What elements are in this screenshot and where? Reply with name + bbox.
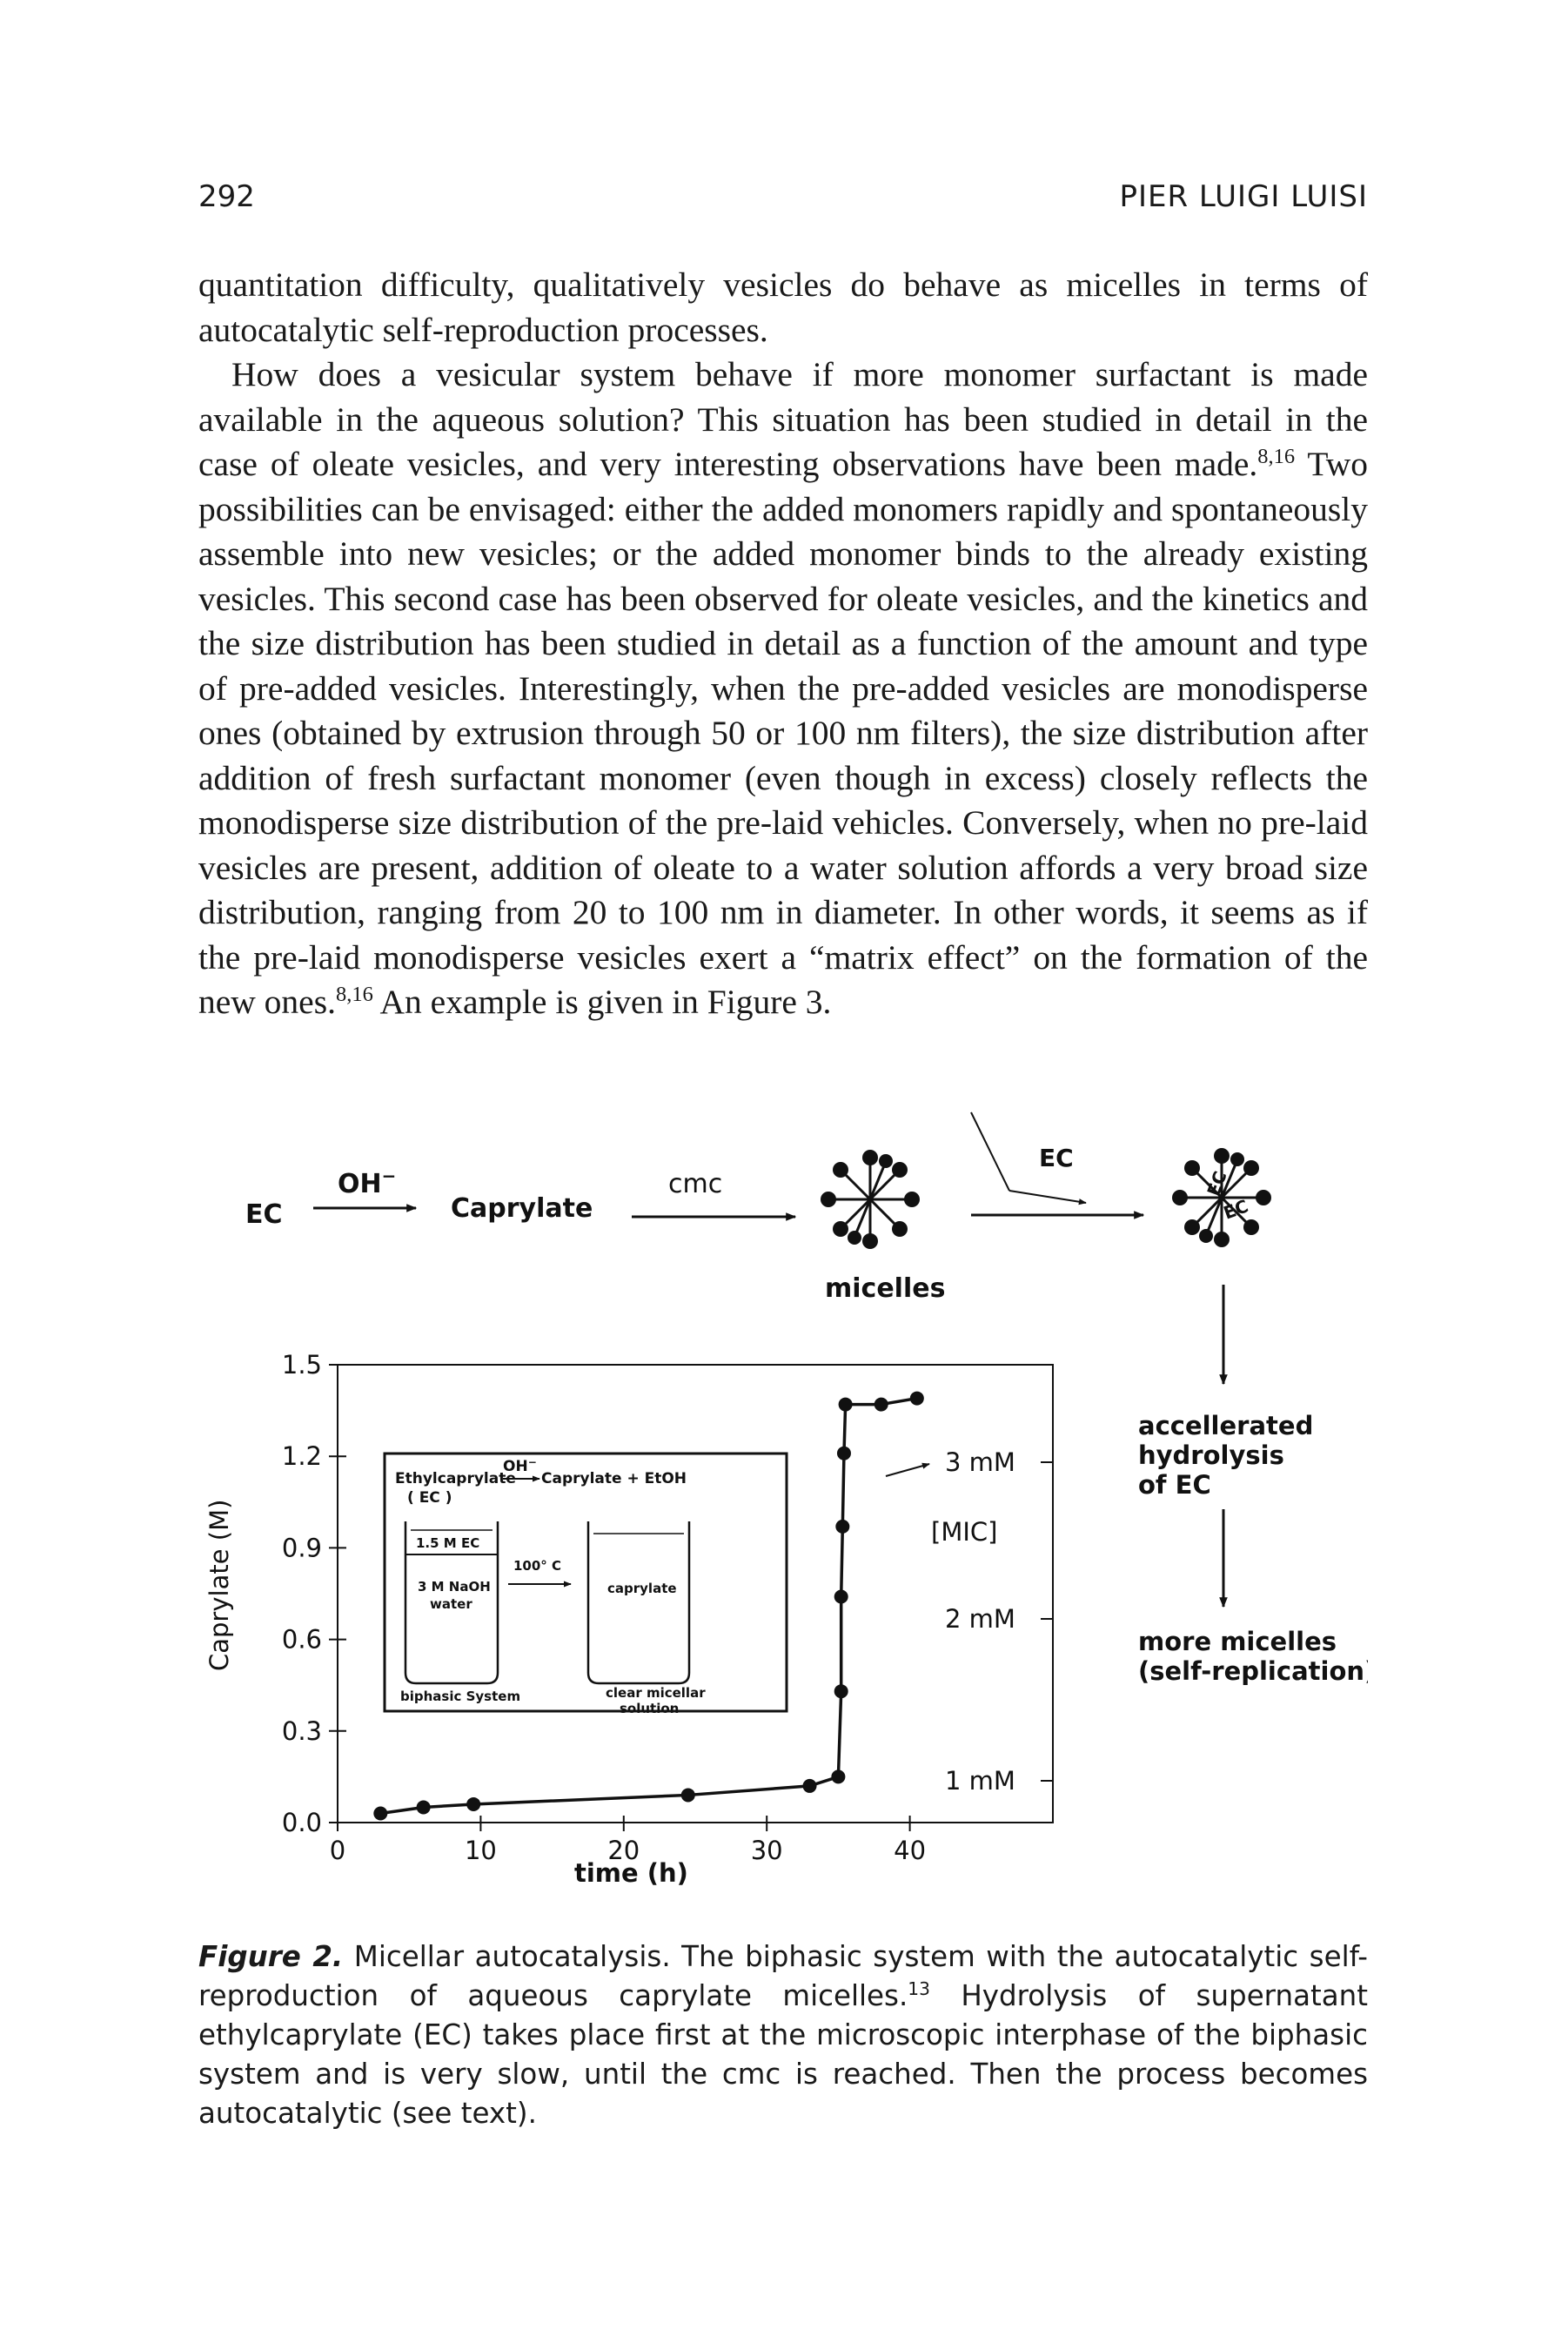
y-tick-label: 0.0 (282, 1808, 322, 1837)
y-axis: 1.5 1.2 0.9 0.6 0.3 0.0 (282, 1350, 346, 1837)
paragraph-2-text-cont: Two possibilities can be envisaged: eith… (198, 445, 1368, 1021)
micelle-icon (821, 1150, 920, 1249)
citation-superscript: 13 (908, 1978, 930, 2000)
x-axis-label: time (h) (574, 1858, 688, 1888)
data-point (838, 1397, 853, 1412)
figure-caption: Figure 2. Micellar autocatalysis. The bi… (198, 1937, 1368, 2133)
mic-axis: 3 mM 2 mM 1 mM [MIC] (885, 1447, 1053, 1796)
beaker-top-phase: 1.5 M EC (416, 1535, 479, 1551)
x-tick-label: 10 (465, 1836, 497, 1865)
mic-tick-3: 3 mM (945, 1447, 1015, 1477)
caption-text-cont: Hydrolysis of supernatant ethylcaprylate… (198, 1979, 1368, 2130)
data-point (834, 1684, 848, 1699)
mic-tick-1: 1 mM (945, 1766, 1015, 1796)
paragraph-1: quantitation difficulty, qualitatively v… (198, 263, 1368, 352)
figure-2: EC OH− Caprylate cmc micelles EC (204, 1111, 1368, 1888)
scheme-ec-top: EC (1039, 1144, 1074, 1172)
accelerated-hydrolysis-text: accellerated hydrolysis of EC (1138, 1411, 1322, 1500)
beaker-micellar (586, 1521, 691, 1685)
scheme-ec-input-arrow (1008, 1190, 1087, 1205)
inset-label-micellar: clear micellar solution (606, 1685, 710, 1716)
beaker-bottom-phase: 3 M NaOH water (418, 1579, 495, 1612)
data-point (835, 1519, 850, 1534)
scheme-cmc: cmc (668, 1169, 722, 1199)
data-point (466, 1796, 481, 1811)
data-point (831, 1769, 846, 1784)
data-series (373, 1391, 924, 1821)
data-point (680, 1788, 695, 1803)
x-axis: 0 10 20 30 40 (330, 1816, 926, 1865)
micelle-with-ec-icon: EC EC (1172, 1148, 1271, 1247)
data-point (834, 1589, 848, 1604)
more-micelles-text: more micelles (self-replication) (1138, 1627, 1368, 1686)
inset-oh: OH− (503, 1456, 537, 1475)
citation-superscript: 8,16 (335, 982, 373, 1006)
plot-frame (337, 1364, 1054, 1823)
x-tick-label: 0 (330, 1836, 345, 1865)
paragraph-2-text-end: An example is given in Figure 3. (372, 983, 832, 1021)
inset-reactant-abbr: ( EC ) (407, 1489, 452, 1507)
page-number: 292 (198, 179, 255, 214)
paragraph-1-text: quantitation difficulty, qualitatively v… (198, 265, 1368, 349)
scheme-caprylate: Caprylate (451, 1193, 593, 1224)
inset-frame (383, 1452, 788, 1713)
y-tick-label: 0.3 (282, 1716, 322, 1746)
data-point (874, 1397, 888, 1412)
caprylate-time-chart: 1.5 1.2 0.9 0.6 0.3 0.0 0 10 20 30 40 Caprylate (… (204, 1350, 1054, 1888)
x-tick-label: 20 (607, 1836, 640, 1865)
y-tick-label: 1.5 (282, 1350, 322, 1380)
inset-temperature: 100° C (513, 1558, 561, 1574)
inset-label-biphasic: biphasic System (400, 1689, 520, 1704)
y-tick-label: 0.6 (282, 1625, 322, 1655)
scheme-micelles-label: micelles (825, 1273, 945, 1304)
x-tick-label: 30 (751, 1836, 783, 1865)
inset-reactant: Ethylcaprylate (395, 1470, 516, 1487)
page-header: 292 PIER LUIGI LUISI (198, 179, 1368, 223)
x-tick-label: 40 (894, 1836, 926, 1865)
reaction-scheme: EC OH− Caprylate cmc micelles EC (245, 1111, 1368, 1686)
beaker-biphasic (404, 1521, 499, 1685)
paragraph-2: How does a vesicular system behave if mo… (198, 352, 1368, 1025)
scheme-ec-input-line (970, 1111, 1010, 1192)
caption-label: Figure 2. (198, 1940, 344, 1973)
inset-product: Caprylate + EtOH (541, 1470, 687, 1487)
mic-tick-2: 2 mM (945, 1604, 1015, 1634)
data-point (416, 1800, 431, 1815)
mic-arrow (885, 1462, 930, 1477)
scheme-ec: EC (245, 1199, 283, 1230)
data-point (836, 1446, 851, 1460)
data-point (373, 1806, 388, 1821)
running-head-author: PIER LUIGI LUISI (1119, 179, 1368, 214)
beaker-right-content: caprylate (607, 1581, 677, 1596)
citation-superscript: 8,16 (1257, 444, 1296, 468)
mic-axis-label: [MIC] (931, 1517, 997, 1547)
inset-experiment: Ethylcaprylate ( EC ) OH− Caprylate + Et… (383, 1452, 788, 1716)
y-axis-label: Caprylate (M) (204, 1500, 234, 1671)
paragraph-2-text: How does a vesicular system behave if mo… (198, 355, 1368, 483)
caption-text: Micellar autocatalysis. The biphasic sys… (198, 1940, 1368, 2012)
y-tick-label: 1.2 (282, 1441, 322, 1471)
scheme-oh: OH− (338, 1165, 396, 1199)
body-text: quantitation difficulty, qualitatively v… (198, 263, 1368, 1025)
data-point (909, 1391, 924, 1406)
y-tick-label: 0.9 (282, 1533, 322, 1562)
data-point (802, 1778, 817, 1793)
